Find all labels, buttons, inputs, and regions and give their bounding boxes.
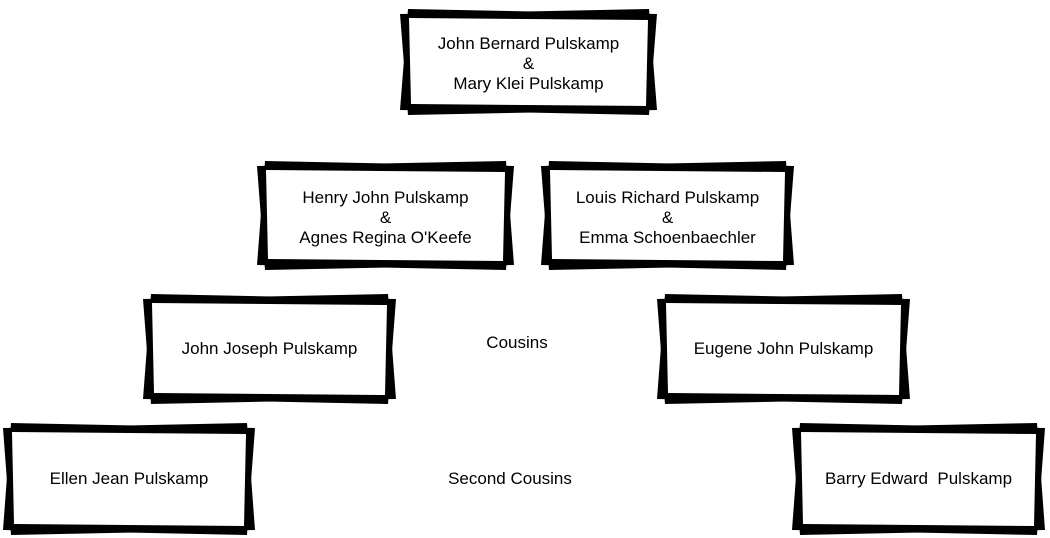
frame-shape bbox=[400, 9, 657, 115]
frame-shape bbox=[792, 423, 1045, 535]
relationship-label-cousins: Cousins bbox=[486, 333, 548, 352]
frame-shape bbox=[143, 294, 396, 404]
frame-inner bbox=[409, 18, 648, 106]
frame-shape bbox=[657, 294, 910, 404]
person-name: Emma Schoenbaechler bbox=[579, 227, 756, 247]
relationship-label-second-cousins: Second Cousins bbox=[448, 469, 572, 488]
frame-inner bbox=[550, 170, 785, 261]
ampersand: & bbox=[522, 54, 535, 73]
frame-shape bbox=[257, 161, 514, 270]
frame-inner bbox=[266, 170, 505, 261]
person-name: Barry Edward Pulskamp bbox=[824, 469, 1013, 488]
person-name: John Bernard Pulskamp bbox=[437, 34, 620, 53]
person-name: Eugene John Pulskamp bbox=[693, 339, 874, 358]
person-name: Agnes Regina O'Keefe bbox=[299, 227, 472, 247]
ampersand: & bbox=[661, 207, 674, 227]
ampersand: & bbox=[379, 207, 392, 227]
person-box-ellen-jean: Ellen Jean Pulskamp bbox=[0, 420, 258, 538]
person-box-john-bernard-mary-klei: John Bernard Pulskamp & Mary Klei Pulska… bbox=[397, 6, 660, 118]
person-box-louis-richard-emma: Louis Richard Pulskamp & Emma Schoenbaec… bbox=[538, 158, 797, 273]
person-box-eugene-john: Eugene John Pulskamp bbox=[654, 291, 913, 407]
person-name: Henry John Pulskamp bbox=[302, 187, 469, 207]
frame-inner bbox=[801, 432, 1036, 526]
person-box-barry-edward: Barry Edward Pulskamp bbox=[789, 420, 1048, 538]
frame-inner bbox=[152, 303, 387, 395]
person-box-henry-john-agnes-regina: Henry John Pulskamp & Agnes Regina O'Kee… bbox=[254, 158, 517, 273]
frame-inner bbox=[666, 303, 901, 395]
frame-shape bbox=[3, 423, 255, 535]
person-name: John Joseph Pulskamp bbox=[181, 339, 358, 358]
person-name: Mary Klei Pulskamp bbox=[453, 74, 604, 93]
frame-shape bbox=[541, 161, 794, 270]
person-name: Louis Richard Pulskamp bbox=[575, 187, 760, 207]
frame-inner bbox=[12, 432, 246, 526]
person-name: Ellen Jean Pulskamp bbox=[49, 469, 209, 488]
person-box-john-joseph: John Joseph Pulskamp bbox=[140, 291, 399, 407]
